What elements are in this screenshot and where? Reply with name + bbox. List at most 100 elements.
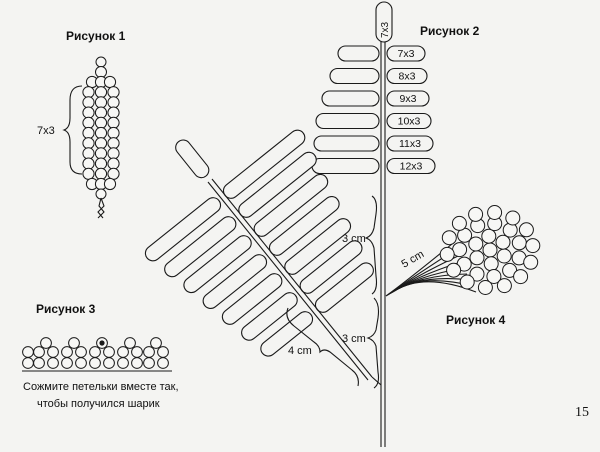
diagonal-branch-stem bbox=[207, 181, 369, 381]
diagonal-lower-loop bbox=[241, 292, 298, 341]
figure-1-bracket bbox=[62, 85, 83, 175]
diagonal-loop-group bbox=[164, 216, 237, 278]
bead bbox=[94, 157, 108, 170]
bead bbox=[33, 357, 45, 369]
ball-bead bbox=[525, 238, 541, 254]
bead bbox=[107, 126, 120, 140]
diagonal-lower-loop bbox=[221, 273, 283, 325]
bead bbox=[94, 147, 108, 160]
figure-4-title: Рисунок 4 bbox=[446, 313, 506, 327]
right-loop bbox=[386, 135, 434, 152]
ball-bead bbox=[523, 254, 539, 270]
bead bbox=[40, 337, 52, 349]
bead bbox=[89, 346, 101, 358]
bead bbox=[107, 167, 120, 180]
diagonal-branch-bracket bbox=[286, 307, 359, 387]
ball-bead bbox=[446, 262, 462, 278]
left-loop bbox=[321, 90, 380, 107]
figure-2-title: Рисунок 2 bbox=[420, 24, 480, 38]
bead bbox=[103, 346, 115, 358]
bead bbox=[94, 96, 108, 109]
loop-count-label: 8x3 bbox=[399, 71, 416, 83]
ball-bead bbox=[468, 236, 484, 252]
bead bbox=[94, 137, 108, 150]
bead bbox=[82, 86, 95, 99]
diagonal-loop-group bbox=[260, 311, 314, 357]
ball-bead bbox=[451, 215, 467, 231]
ball-bead bbox=[452, 242, 468, 258]
page-number: 15 bbox=[575, 405, 589, 420]
diagonal-tip-group bbox=[175, 139, 210, 179]
bead bbox=[103, 357, 115, 369]
bead bbox=[22, 357, 34, 369]
bead bbox=[94, 86, 108, 99]
figure-2-top-loop-label: 7x3 bbox=[380, 21, 391, 38]
left-loop bbox=[313, 135, 380, 152]
bead bbox=[107, 96, 120, 109]
figure-4-stem-label: 5 cm bbox=[400, 248, 427, 270]
bead bbox=[82, 106, 95, 119]
diagonal-loop-group bbox=[144, 197, 222, 262]
diagonal-lower-loop bbox=[183, 235, 252, 294]
right-loop bbox=[386, 90, 430, 107]
diagonal-loop-group bbox=[221, 273, 283, 325]
figure-1: Рисунок 1 7x3 bbox=[37, 29, 126, 219]
loop-count-label: 12x3 bbox=[400, 161, 423, 173]
bead bbox=[117, 357, 129, 369]
bead bbox=[82, 96, 95, 109]
figure-1-title: Рисунок 1 bbox=[66, 29, 126, 43]
ball-bead bbox=[505, 210, 521, 226]
bead bbox=[82, 157, 95, 170]
figure-2-distance-label: 3 cm bbox=[342, 233, 366, 245]
bead bbox=[82, 126, 95, 140]
figure-1-count-label: 7x3 bbox=[37, 125, 55, 137]
figure-3-loop bbox=[61, 337, 87, 369]
bead bbox=[82, 167, 95, 180]
figure-3-loop bbox=[33, 337, 59, 369]
ball-bead bbox=[482, 242, 498, 258]
diagonal-branch: 4 cm bbox=[144, 129, 382, 387]
figure-4-bead-ball bbox=[439, 205, 541, 295]
ball-bead bbox=[469, 266, 485, 282]
bead bbox=[117, 346, 129, 358]
bead bbox=[94, 106, 108, 119]
left-loop bbox=[329, 67, 380, 85]
left-loop bbox=[311, 157, 380, 175]
bead bbox=[75, 346, 87, 358]
bead bbox=[107, 106, 120, 119]
ball-bead bbox=[441, 230, 457, 246]
diagonal-loop-group bbox=[202, 254, 268, 310]
figure-2-lower-distance-label: 3 cm bbox=[342, 333, 366, 345]
diagonal-branch-loops bbox=[144, 129, 374, 357]
right-loop bbox=[386, 112, 432, 130]
ball-bead bbox=[468, 206, 484, 222]
bead bbox=[82, 147, 95, 160]
bead bbox=[124, 337, 136, 349]
ball-bead bbox=[518, 222, 534, 238]
figure-1-wire-end bbox=[97, 197, 105, 219]
bead bbox=[33, 346, 45, 358]
ball-bead bbox=[502, 222, 518, 238]
diagonal-tip-loop bbox=[175, 139, 210, 179]
loop-count-label: 7x3 bbox=[398, 48, 415, 60]
bead bbox=[82, 116, 95, 129]
bead bbox=[103, 75, 117, 89]
bead bbox=[103, 177, 117, 191]
ball-bead bbox=[469, 250, 485, 266]
ball-bead bbox=[483, 256, 499, 272]
ball-bead bbox=[439, 246, 455, 262]
figure-3-loop bbox=[89, 337, 115, 369]
figure-3-loop bbox=[117, 337, 143, 369]
bead bbox=[107, 86, 120, 99]
diagonal-loop-group bbox=[241, 292, 298, 341]
right-loop bbox=[386, 45, 426, 62]
bead bbox=[143, 346, 155, 358]
figure-3-title: Рисунок 3 bbox=[36, 302, 96, 316]
diagonal-lower-loop bbox=[202, 254, 268, 310]
bead bbox=[157, 357, 169, 369]
bead bbox=[95, 56, 107, 68]
bead bbox=[94, 116, 108, 129]
figure-3-caption-line-2: чтобы получился шарик bbox=[37, 398, 160, 410]
